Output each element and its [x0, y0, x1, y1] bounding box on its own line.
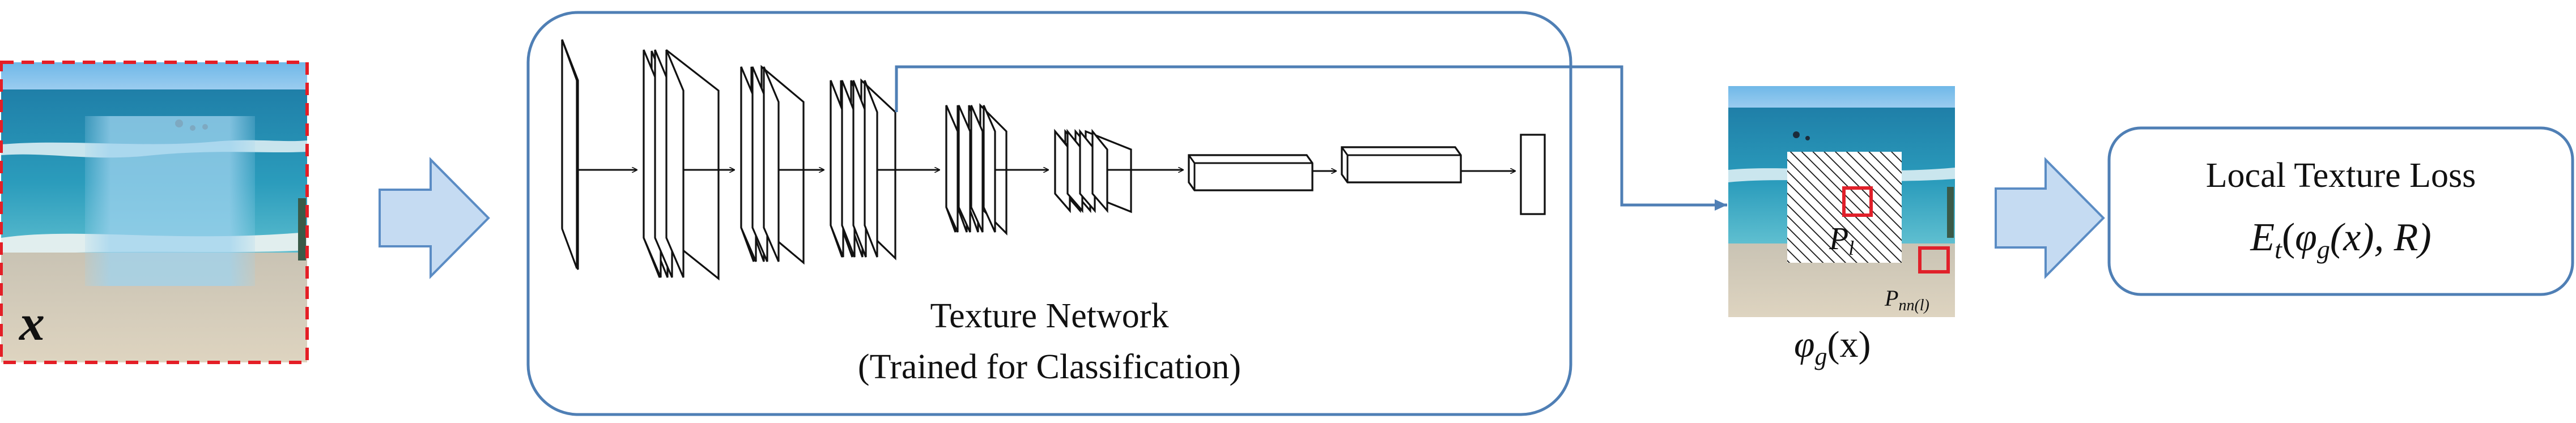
texture-network-box — [526, 11, 1572, 416]
feature-tap-arrow — [895, 65, 1727, 211]
texture-network-subtitle: (Trained for Classification) — [858, 348, 1241, 386]
loss-title: Local Texture Loss — [2206, 156, 2476, 195]
patch-l — [1842, 186, 1873, 217]
feature-map-image: Pl Pnn(l) — [1728, 86, 1955, 317]
layer-arrows — [577, 170, 1515, 171]
inpainting-hole — [85, 116, 255, 286]
local-texture-loss-box — [2107, 126, 2574, 296]
cnn-sheets — [561, 39, 1546, 278]
fc-edges — [1188, 147, 1461, 190]
block-arrow-input-to-network — [379, 157, 490, 279]
texture-network-title: Texture Network — [930, 297, 1169, 335]
patch-nn-l-label: Pnn(l) — [1884, 285, 1929, 314]
block-arrow-feature-to-loss — [1995, 157, 2105, 279]
input-image: x — [0, 61, 309, 364]
patch-l-label: Pl — [1829, 221, 1854, 259]
input-image-label: x — [18, 295, 45, 351]
loss-formula: Et(φg(x), R) — [2250, 216, 2431, 264]
input-image-dashed-border — [0, 61, 309, 364]
feature-map-label: φg(x) — [1794, 324, 1871, 370]
patch-nn-l — [1918, 246, 1950, 274]
